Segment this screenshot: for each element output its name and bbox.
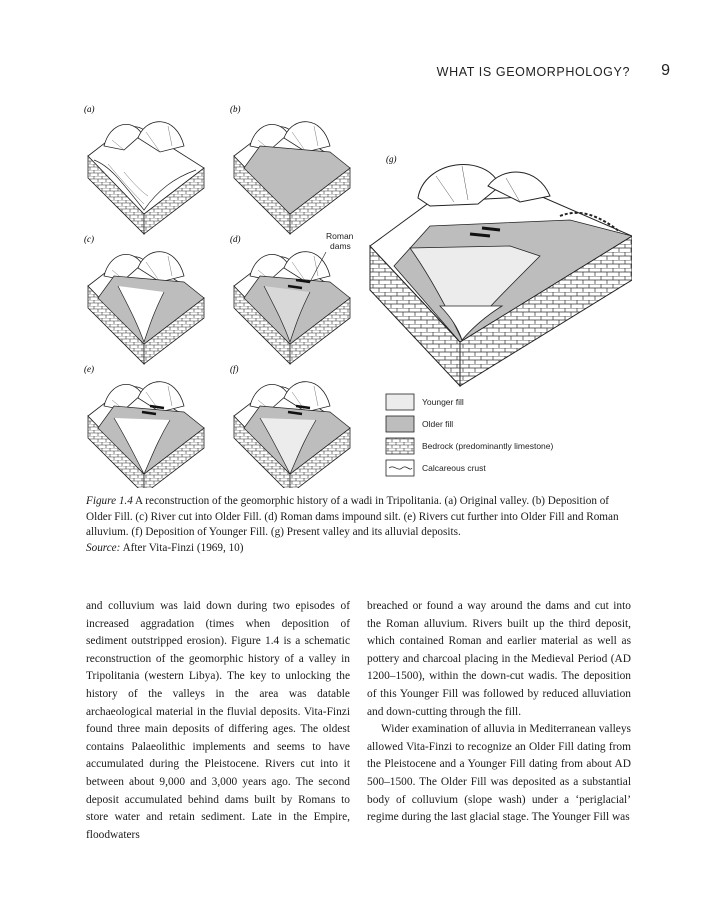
legend-swatch-younger-fill: [386, 394, 414, 410]
panel-g-block: [370, 164, 632, 386]
running-head: WHAT IS GEOMORPHOLOGY? 9: [86, 63, 670, 83]
running-title: WHAT IS GEOMORPHOLOGY?: [437, 65, 630, 79]
panel-label-c: (c): [84, 234, 94, 244]
right-paragraph-1: breached or found a way around the dams …: [367, 598, 631, 721]
caption-text: A reconstruction of the geomorphic histo…: [86, 495, 619, 538]
legend-label-younger-fill: Younger fill: [422, 397, 464, 407]
legend-label-bedrock: Bedrock (predominantly limestone): [422, 441, 554, 451]
panel-f-block: [234, 382, 350, 488]
panel-c-block: [88, 252, 204, 364]
panel-label-b: (b): [230, 104, 241, 114]
source-label: Source:: [86, 542, 120, 554]
panel-label-e: (e): [84, 364, 94, 374]
figure-caption: Figure 1.4 A reconstruction of the geomo…: [86, 494, 626, 556]
panel-d-block: [234, 252, 350, 364]
panel-a-block: [88, 122, 204, 234]
panel-e-block: [88, 382, 204, 488]
legend-swatch-calcareous-crust: [386, 460, 414, 476]
panel-label-f: (f): [230, 364, 239, 374]
left-column: and colluvium was laid down during two e…: [86, 598, 350, 844]
right-column: breached or found a way around the dams …: [367, 598, 631, 827]
panel-label-g: (g): [386, 154, 397, 164]
annotation-roman-dams-2: dams: [330, 241, 351, 251]
caption-label: Figure 1.4: [86, 495, 133, 507]
page-number: 9: [661, 62, 670, 80]
panel-label-a: (a): [84, 104, 95, 114]
legend-label-calcareous-crust: Calcareous crust: [422, 463, 486, 473]
legend: Younger fill Older fill Bedrock (predomi…: [386, 394, 554, 476]
figure-1-4: (a) (b) (c) (d) (e) (f) (g): [84, 96, 632, 488]
legend-label-older-fill: Older fill: [422, 419, 453, 429]
annotation-roman-dams-1: Roman: [326, 231, 354, 241]
source-text: After Vita-Finzi (1969, 10): [120, 542, 243, 554]
panel-b-block: [234, 122, 350, 234]
panel-label-d: (d): [230, 234, 241, 244]
legend-swatch-older-fill: [386, 416, 414, 432]
legend-swatch-bedrock: [386, 438, 414, 454]
right-paragraph-2: Wider examination of alluvia in Mediterr…: [367, 721, 631, 827]
left-paragraph: and colluvium was laid down during two e…: [86, 598, 350, 844]
